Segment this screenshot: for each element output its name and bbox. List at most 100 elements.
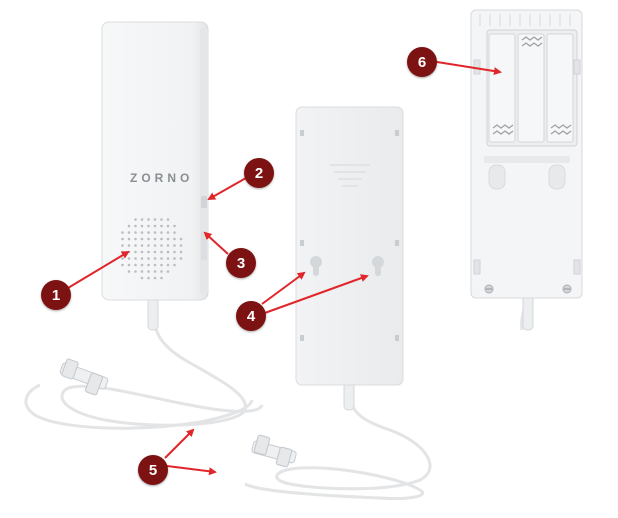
grille-hole: [153, 218, 157, 221]
grille-hole: [140, 244, 144, 247]
grille-hole: [147, 263, 150, 267]
grille-hole: [173, 244, 176, 247]
grille-hole: [160, 250, 163, 254]
arrow-2: [207, 177, 247, 200]
grille-hole: [179, 257, 183, 260]
grille-hole: [121, 244, 124, 247]
grille-hole: [140, 270, 144, 273]
grille-hole: [147, 257, 150, 260]
grille-hole: [147, 224, 150, 228]
callout-badge-6: 6: [407, 47, 437, 77]
device-back: [244, 106, 432, 500]
grille-hole: [140, 237, 144, 241]
grille-hole: [127, 257, 131, 260]
arrow-5b: [166, 465, 217, 476]
battery-slots: [488, 33, 574, 143]
grille-hole: [121, 237, 124, 241]
grille-hole: [166, 244, 170, 247]
device-front: [24, 21, 264, 430]
grille-hole: [173, 263, 176, 267]
grille-hole: [140, 250, 144, 254]
grille-hole: [153, 244, 157, 247]
sensor-probe-front: [59, 358, 109, 396]
grille-hole: [166, 263, 170, 267]
grille-hole: [173, 231, 176, 234]
grille-hole: [147, 231, 150, 234]
grille-hole: [160, 244, 163, 247]
grille-hole: [134, 250, 137, 254]
grille-hole: [160, 224, 163, 228]
grille-hole: [166, 237, 170, 241]
grille-hole: [147, 270, 150, 273]
arrow-1: [67, 250, 130, 289]
grille-hole: [166, 231, 170, 234]
grille-hole: [121, 257, 124, 260]
grille-hole: [179, 244, 183, 247]
grille-hole: [166, 270, 170, 273]
grille-hole: [127, 263, 131, 267]
brand-logo: ZORNO: [130, 171, 194, 185]
grille-hole: [127, 244, 131, 247]
callout-badge-1: 1: [41, 280, 71, 310]
grille-hole: [153, 231, 157, 234]
grille-hole: [121, 250, 124, 254]
grille-hole: [134, 263, 137, 267]
grille-hole: [160, 270, 163, 273]
grille-hole: [173, 237, 176, 241]
grille-hole: [147, 237, 150, 241]
battery-springs: [492, 36, 572, 135]
grille-hole: [134, 244, 137, 247]
grille-hole: [127, 237, 131, 241]
strain-relief-front: [147, 295, 159, 331]
callout-badge-5: 5: [138, 455, 168, 485]
arrow-4b: [261, 274, 369, 315]
grille-hole: [134, 237, 137, 241]
grille-hole: [173, 250, 176, 254]
callout-badge-4: 4: [236, 301, 266, 331]
grille-hole: [153, 224, 157, 228]
grille-hole: [153, 237, 157, 241]
arrow-5a: [164, 428, 195, 459]
grille-hole: [127, 224, 131, 228]
grille-hole: [134, 257, 137, 260]
side-switch: [201, 232, 207, 260]
screws: [484, 284, 572, 294]
grille-hole: [140, 218, 144, 221]
grille-hole: [127, 231, 131, 234]
grille-hole: [160, 276, 163, 280]
grille-hole: [179, 237, 183, 241]
grille-hole: [134, 224, 137, 228]
grille-hole: [147, 244, 150, 247]
vent-lines: [330, 164, 370, 187]
grille-hole: [153, 270, 157, 273]
arrow-6: [436, 61, 502, 76]
grille-hole: [166, 224, 170, 228]
grille-hole: [121, 231, 124, 234]
grille-hole: [166, 218, 170, 221]
keyhole-mount-left: [310, 256, 322, 276]
grille-hole: [121, 263, 124, 267]
grille-hole: [153, 250, 157, 254]
grille-hole: [173, 257, 176, 260]
sensor-probe-back: [251, 434, 297, 468]
speaker-grille: [121, 218, 183, 280]
grille-hole: [160, 263, 163, 267]
grille-hole: [160, 218, 163, 221]
arrow-3: [203, 231, 229, 255]
grille-hole: [140, 276, 144, 280]
grille-hole: [160, 231, 163, 234]
grille-hole: [140, 263, 144, 267]
callout-badge-2: 2: [244, 158, 274, 188]
keyhole-mount-right: [372, 256, 384, 276]
grille-hole: [140, 257, 144, 260]
grille-hole: [153, 276, 157, 280]
grille-hole: [160, 237, 163, 241]
grille-hole: [153, 257, 157, 260]
grille-hole: [166, 257, 170, 260]
device-open: [470, 9, 583, 331]
grille-hole: [179, 250, 183, 254]
callout-badge-3: 3: [226, 248, 256, 278]
grille-hole: [166, 250, 170, 254]
